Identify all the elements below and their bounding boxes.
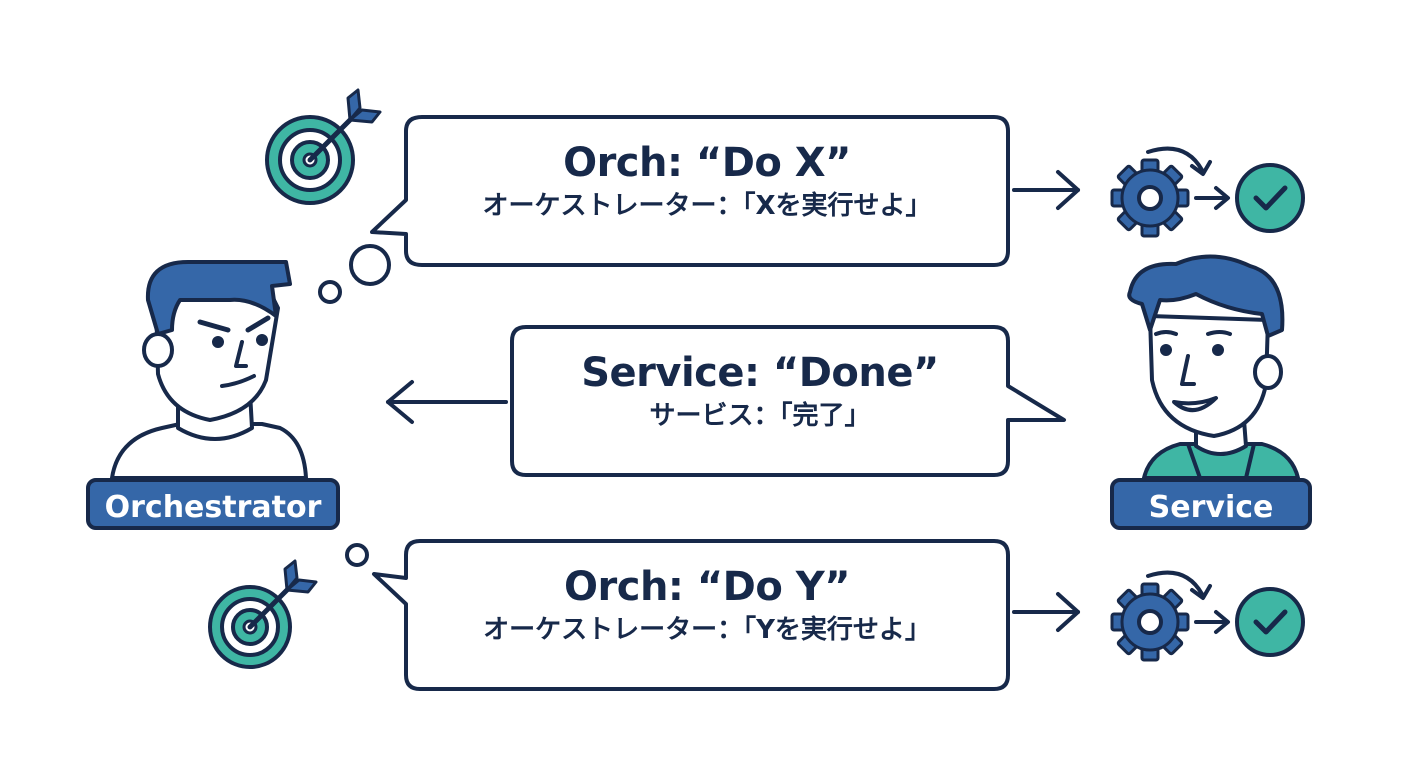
rotation-arrowhead-icon <box>1190 584 1212 600</box>
message-3-en: Orch: “Do Y” <box>564 564 851 610</box>
message-3-text: Orch: “Do Y” オーケストレーター：「Yを実行せよ」 <box>406 562 1008 648</box>
arrow-right-icon <box>1012 592 1080 632</box>
orchestrator-avatar <box>110 260 308 480</box>
rotation-arrow-icon <box>1146 146 1204 172</box>
arrow-left-icon <box>386 380 508 424</box>
message-2-ja: サービス：「完了」 <box>649 401 871 431</box>
message-bubble-2 <box>510 325 1066 477</box>
gear-icon <box>1110 582 1190 662</box>
arrow-right-icon <box>1194 610 1230 634</box>
rotation-arrow-icon <box>1146 570 1204 596</box>
check-icon <box>1235 163 1305 233</box>
message-3-ja: オーケストレーター：「Yを実行せよ」 <box>483 615 931 645</box>
thought-circle-large <box>349 244 391 286</box>
message-2-en: Service: “Done” <box>581 350 939 396</box>
thought-circle-bottom <box>345 543 369 567</box>
thought-circle-small <box>318 280 342 304</box>
orchestrator-label: Orchestrator <box>86 478 340 530</box>
arrow-right-icon <box>1012 170 1080 210</box>
message-bubble-1 <box>370 115 1010 267</box>
message-1-en: Orch: “Do X” <box>563 140 851 186</box>
rotation-arrowhead-icon <box>1190 160 1212 176</box>
target-icon <box>265 88 382 205</box>
check-icon <box>1235 587 1305 657</box>
service-avatar <box>1127 254 1300 480</box>
service-label: Service <box>1110 478 1312 530</box>
target-icon <box>208 559 318 669</box>
message-1-ja: オーケストレーター：「Xを実行せよ」 <box>482 191 932 221</box>
message-1-text: Orch: “Do X” オーケストレーター：「Xを実行せよ」 <box>406 138 1008 224</box>
gear-icon <box>1110 158 1190 238</box>
arrow-right-icon <box>1194 186 1230 210</box>
message-2-text: Service: “Done” サービス：「完了」 <box>512 348 1008 434</box>
message-bubble-3 <box>372 539 1010 691</box>
